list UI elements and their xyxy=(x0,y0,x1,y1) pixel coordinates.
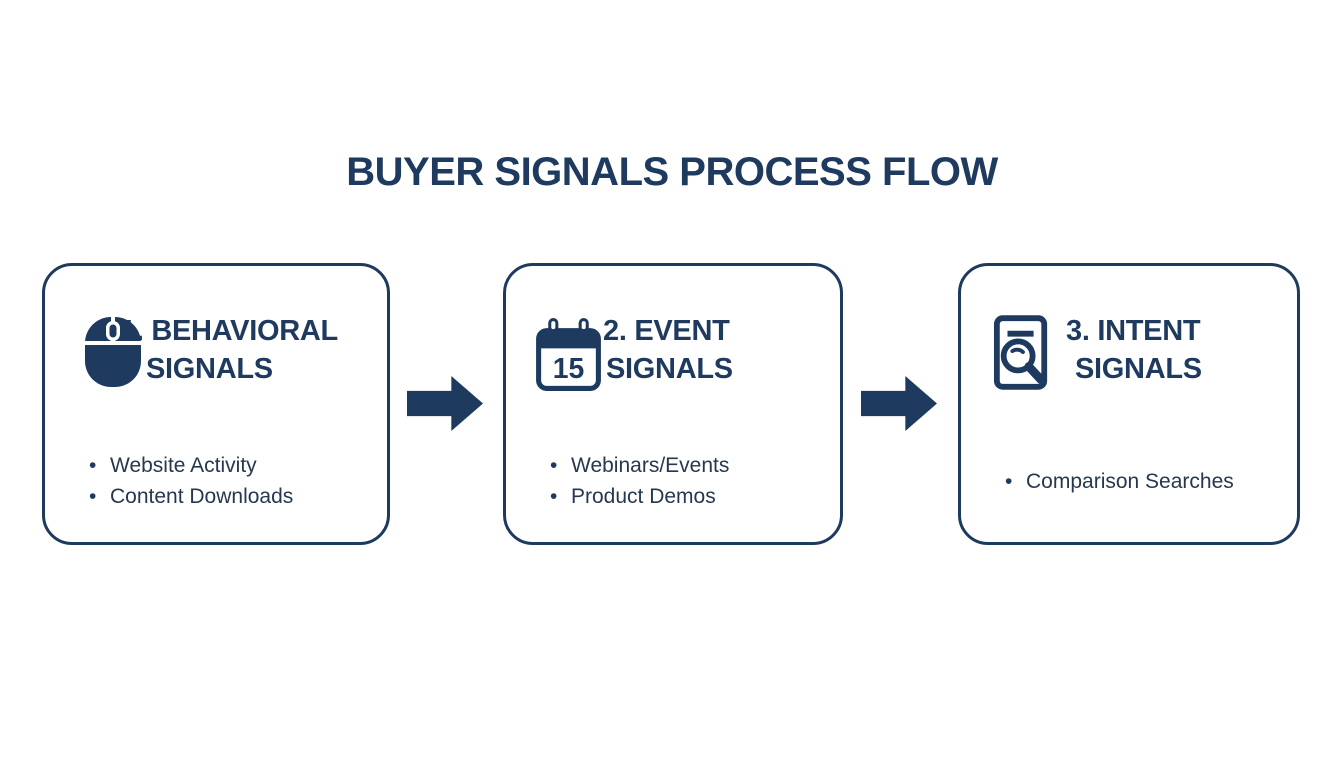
step-bullets-event: Webinars/Events Product Demos xyxy=(550,450,729,512)
right-arrow-icon xyxy=(861,375,937,432)
bullet-item: Website Activity xyxy=(89,450,293,481)
step-title-line1: 1. BEHAVIORAL xyxy=(120,315,338,347)
step-bullets-behavioral: Website Activity Content Downloads xyxy=(89,450,293,512)
step-box-intent: 3. INTENT SIGNALS Comparison Searches xyxy=(958,263,1300,545)
step-title-line1: 2. EVENT xyxy=(603,315,730,347)
calendar-day-label: 15 xyxy=(553,353,585,385)
step-title-line1: 3. INTENT xyxy=(1066,315,1201,347)
step-title-behavioral: 1. BEHAVIORAL SIGNALS xyxy=(120,312,338,388)
step-bullets-intent: Comparison Searches xyxy=(1005,466,1234,497)
diagram-title: BUYER SIGNALS PROCESS FLOW xyxy=(346,150,998,194)
step-box-behavioral: 1. BEHAVIORAL SIGNALS Website Activity C… xyxy=(42,263,390,545)
bullet-item: Webinars/Events xyxy=(550,450,729,481)
step-title-line2: SIGNALS xyxy=(1075,353,1202,385)
step-title-line2: SIGNALS xyxy=(606,353,733,385)
bullet-item: Comparison Searches xyxy=(1005,466,1234,497)
bullet-item: Content Downloads xyxy=(89,481,293,512)
document-search-icon xyxy=(993,314,1051,392)
step-title-line2: SIGNALS xyxy=(146,353,273,385)
bullet-item: Product Demos xyxy=(550,481,729,512)
right-arrow-icon xyxy=(407,375,483,432)
step-title-event: 2. EVENT SIGNALS xyxy=(603,312,733,388)
calendar-icon: 15 xyxy=(536,316,601,393)
mouse-icon xyxy=(85,311,141,387)
step-box-event: 15 2. EVENT SIGNALS Webinars/Events Prod… xyxy=(503,263,843,545)
step-title-intent: 3. INTENT SIGNALS xyxy=(1066,312,1202,388)
